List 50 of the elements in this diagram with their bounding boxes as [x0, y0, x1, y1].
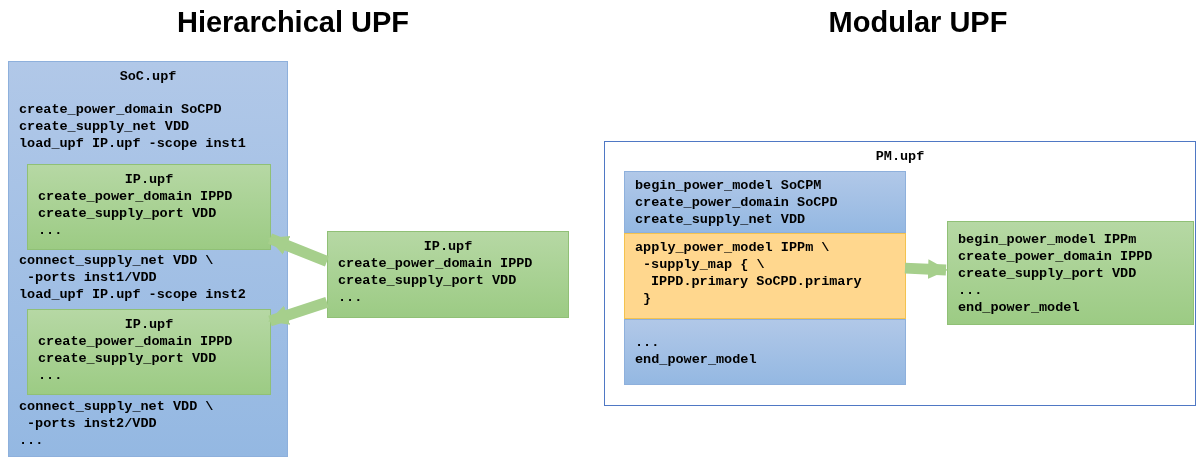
file-panel — [8, 61, 288, 457]
heading: Modular UPF — [828, 6, 1008, 39]
code-box — [947, 221, 1194, 325]
code-line: create_power_domain SoCPD — [19, 101, 222, 118]
code-line: create_supply_port VDD — [38, 205, 217, 222]
file-panel — [624, 319, 906, 385]
code-line: create_supply_port VDD — [38, 350, 217, 367]
file-frame — [604, 141, 1196, 406]
code-line: apply_power_model IPPm \ — [635, 239, 830, 256]
code-line: connect_supply_net VDD \ — [19, 398, 214, 415]
code-line: load_upf IP.upf -scope inst2 — [19, 286, 246, 303]
code-line: create_power_domain IPPD — [38, 188, 233, 205]
code-line: create_power_domain IPPD — [958, 248, 1153, 265]
code-line: ... — [338, 289, 363, 306]
file-name: SoC.upf — [119, 68, 177, 85]
code-line: create_power_domain SoCPD — [635, 194, 838, 211]
code-line: -ports inst2/VDD — [27, 415, 157, 432]
file-name: PM.upf — [875, 148, 925, 165]
code-line: begin_power_model IPPm — [958, 231, 1137, 248]
file-name: IP.upf — [124, 316, 174, 333]
heading: Hierarchical UPF — [176, 6, 410, 39]
code-line: end_power_model — [958, 299, 1080, 316]
code-box — [27, 164, 271, 250]
code-line: create_supply_net VDD — [19, 118, 190, 135]
code-box — [327, 231, 569, 318]
file-name: IP.upf — [124, 171, 174, 188]
file-name: IP.upf — [423, 238, 473, 255]
block-arrow — [904, 259, 948, 280]
code-line: } — [643, 290, 652, 307]
highlight-panel — [624, 233, 906, 319]
code-line: create_supply_port VDD — [338, 272, 517, 289]
code-line: -supply_map { \ — [643, 256, 765, 273]
code-line: load_upf IP.upf -scope inst1 — [19, 135, 246, 152]
code-line: ... — [38, 367, 63, 384]
code-line: ... — [19, 432, 44, 449]
code-line: ... — [635, 334, 660, 351]
code-line: create_power_domain IPPD — [338, 255, 533, 272]
block-arrow — [267, 233, 330, 267]
code-line: create_power_domain IPPD — [38, 333, 233, 350]
code-box — [27, 309, 271, 395]
code-line: -ports inst1/VDD — [27, 269, 157, 286]
code-line: ... — [958, 282, 983, 299]
code-line: ... — [38, 222, 63, 239]
code-line: end_power_model — [635, 351, 757, 368]
code-line: create_supply_net VDD — [635, 211, 806, 228]
code-line: create_supply_port VDD — [958, 265, 1137, 282]
code-line: begin_power_model SoCPM — [635, 177, 822, 194]
code-line: IPPD.primary SoCPD.primary — [651, 273, 862, 290]
code-line: connect_supply_net VDD \ — [19, 252, 214, 269]
file-panel — [624, 171, 906, 233]
